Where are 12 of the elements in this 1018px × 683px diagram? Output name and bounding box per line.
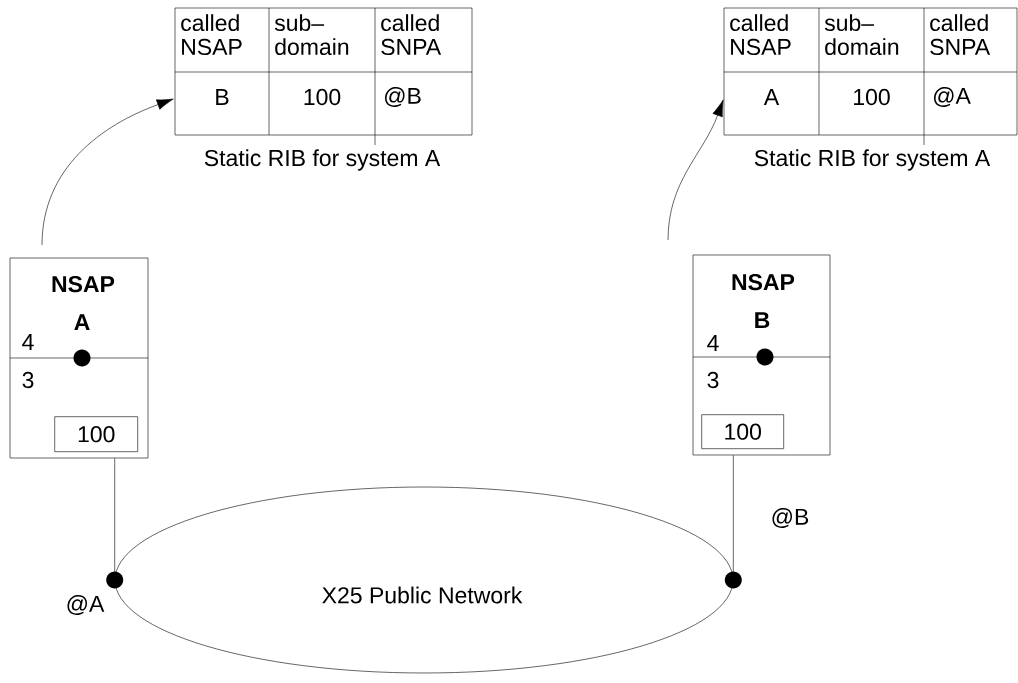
connection-line: [106, 458, 124, 589]
table: called NSAP sub– domain called SNPA A 100 @A: [723, 7, 1018, 146]
subdomain-box: 100: [701, 414, 784, 449]
arrow: [41, 98, 174, 246]
address-label: @A: [67, 595, 105, 615]
table: called NSAP sub– domain called SNPA B 100 @B: [174, 7, 473, 146]
table-caption: Static RIB for system A: [204, 149, 441, 171]
address-label: @B: [772, 508, 809, 528]
connection-line: [724, 455, 742, 589]
table-caption: Static RIB for system A: [754, 149, 991, 171]
arrow: [667, 99, 724, 241]
subdomain-box: 100: [54, 416, 138, 452]
